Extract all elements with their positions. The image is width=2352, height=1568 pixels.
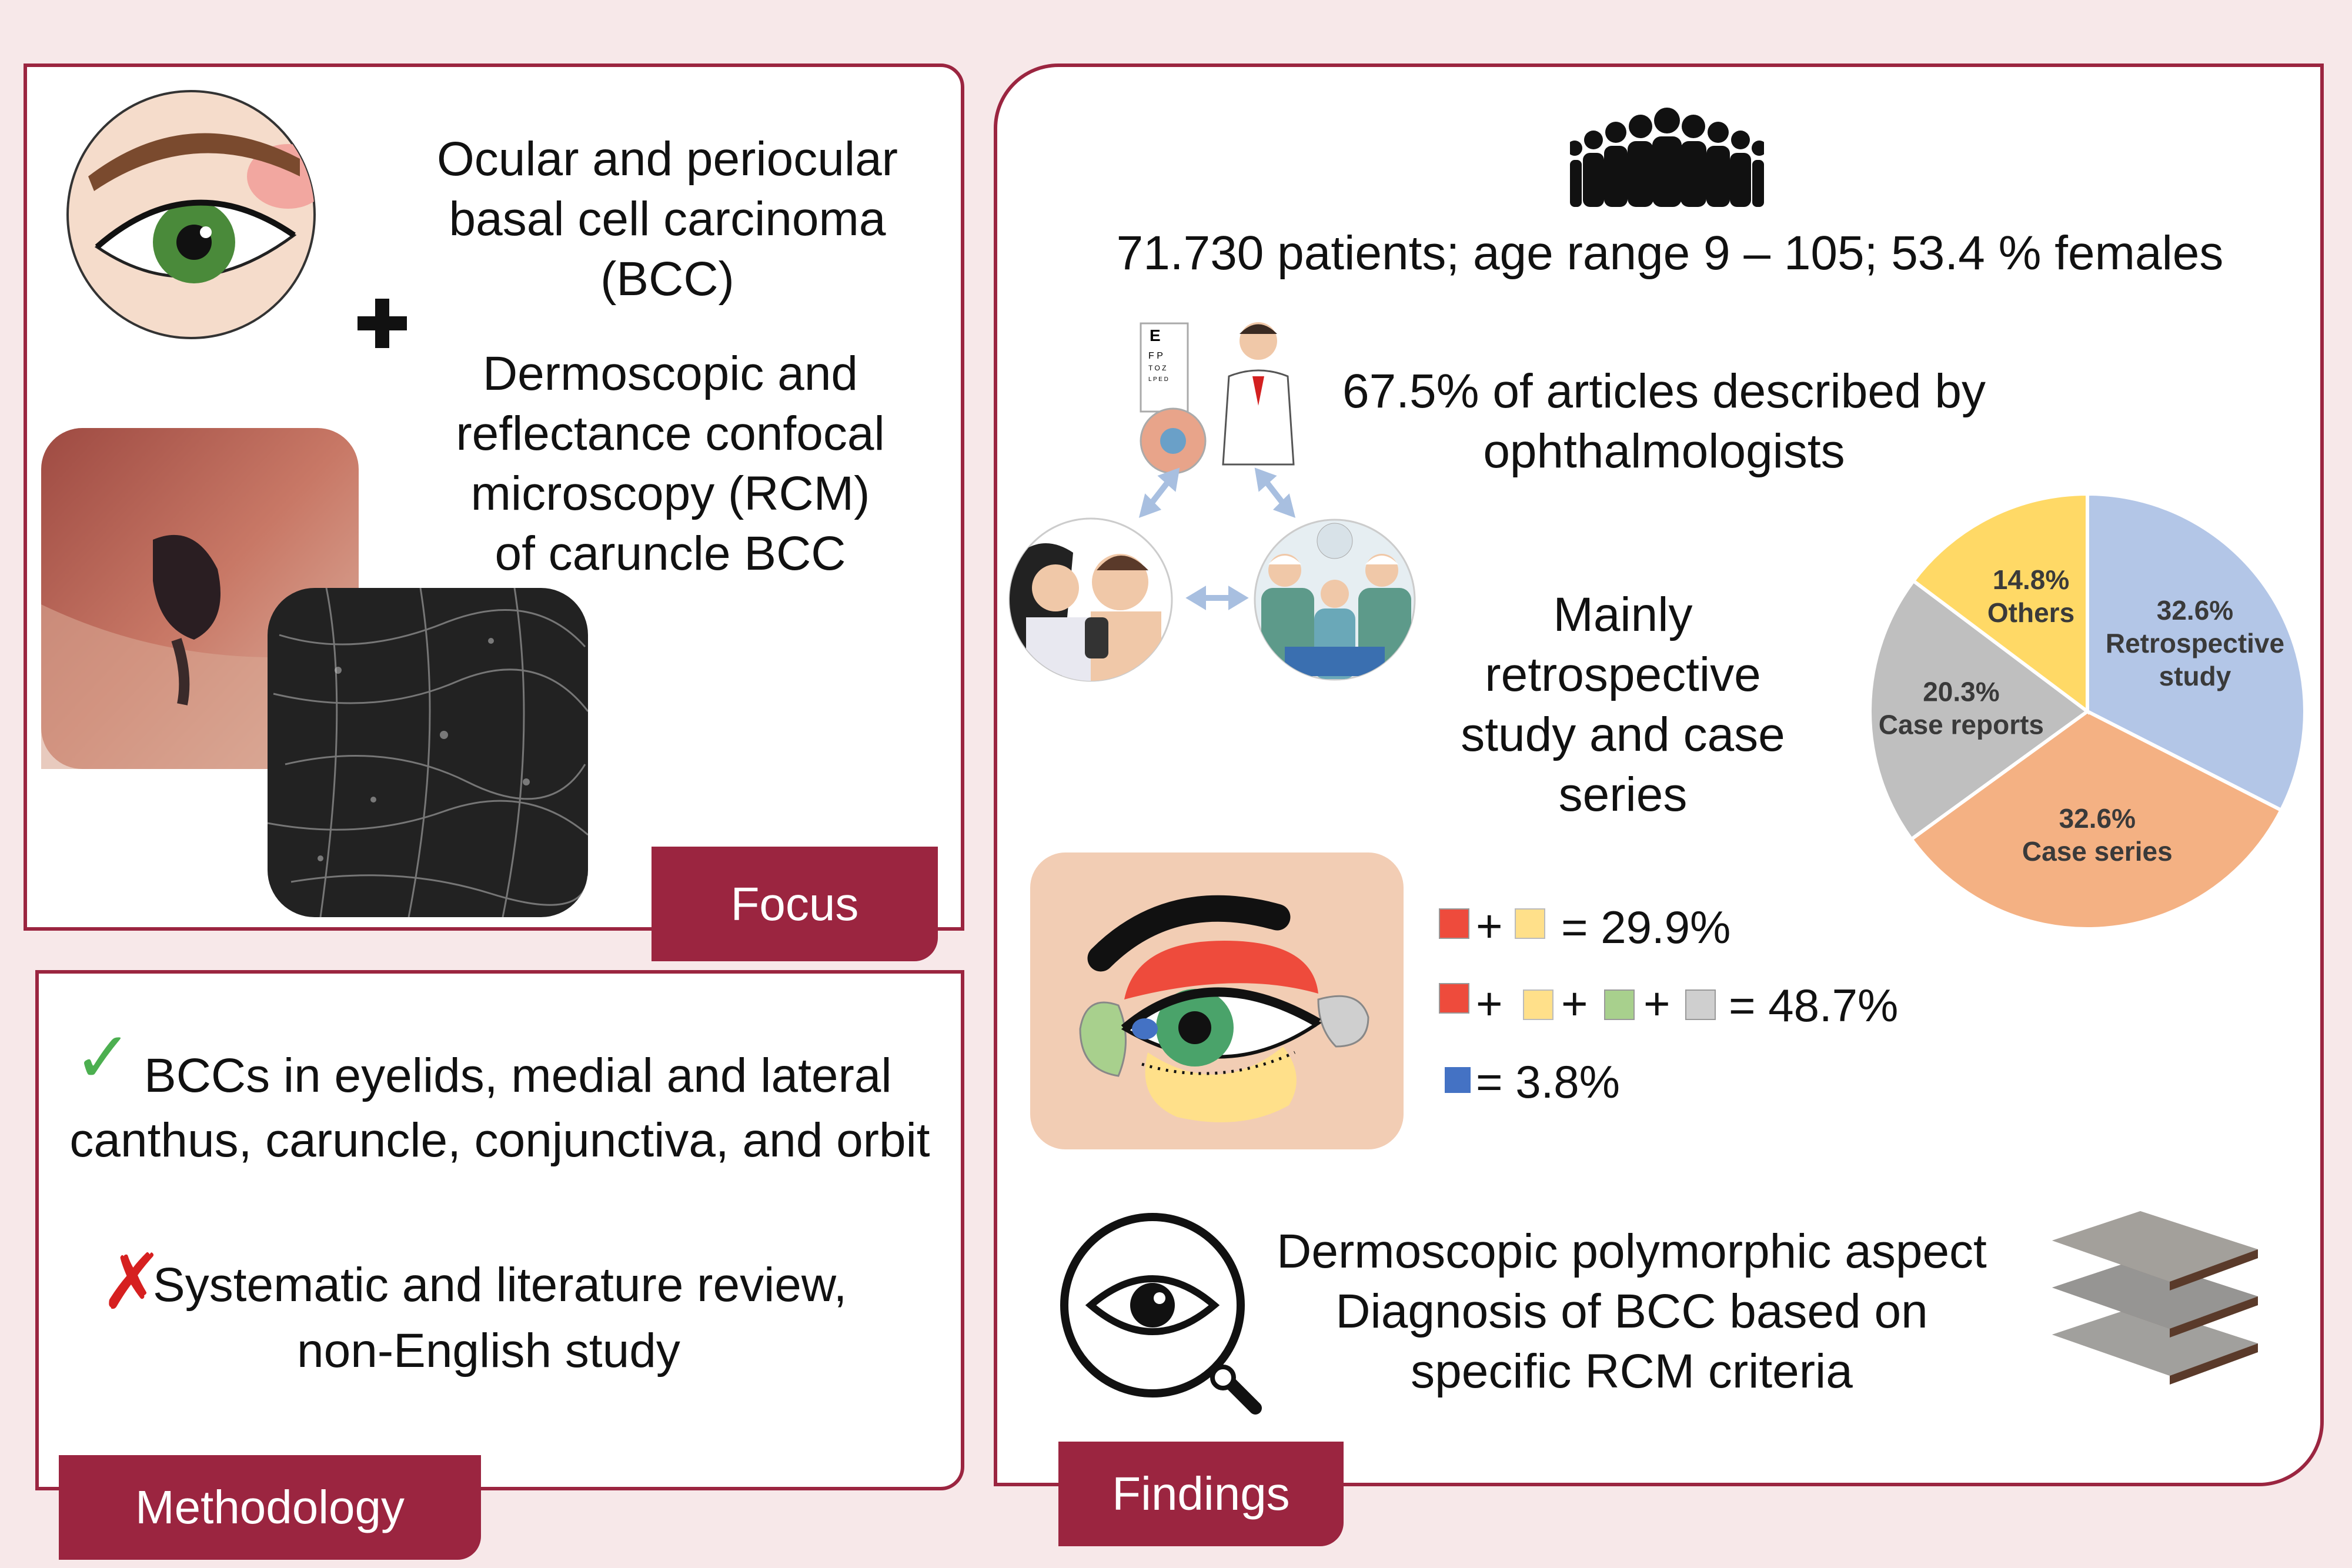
study-design-text: Mainly retrospective study and case seri… — [1461, 588, 1785, 821]
patients-summary: 71.730 patients; age range 9 – 105; 53.4… — [1116, 226, 2224, 280]
plus-sign: + — [1476, 900, 1503, 952]
pie-percent-label: 14.8% — [1993, 564, 2069, 595]
magnifier-eye-icon — [1060, 1213, 1262, 1415]
pie-category-label: study — [2159, 661, 2231, 691]
yellow-swatch — [1515, 908, 1545, 939]
pie-category-label: Case series — [2022, 836, 2173, 867]
pie-slice-case-reports — [1868, 578, 2091, 842]
plus-sign: + — [1476, 978, 1503, 1029]
plus-icon — [358, 299, 407, 348]
grey-swatch — [1685, 989, 1716, 1020]
blue-swatch — [1445, 1067, 1471, 1093]
rcm-stack-icon — [2052, 1211, 2258, 1385]
plus-sign: + — [1561, 978, 1588, 1029]
rcm-criteria-text: Dermoscopic polymorphic aspect Diagnosis… — [1277, 1225, 1987, 1398]
dermatologist-illustration — [1008, 517, 1173, 682]
pie-slice-others — [1910, 492, 2089, 716]
eye-illustration — [66, 90, 316, 339]
ophthalmologists-text: 67.5% of articles described by ophthalmo… — [1342, 365, 1986, 478]
focus-tag: Focus — [652, 847, 938, 961]
plus-sign: + — [1643, 978, 1671, 1029]
green-swatch — [1604, 989, 1635, 1020]
findings-tag: Findings — [1058, 1442, 1344, 1546]
focus-subtitle: Dermoscopic and reflectance confocal mic… — [456, 347, 885, 580]
pie-percent-label: 20.3% — [1923, 676, 1999, 707]
value-3-8: = 3.8% — [1476, 1056, 1621, 1108]
red-swatch — [1439, 983, 1469, 1014]
red-swatch — [1439, 908, 1469, 939]
eye-chart-doctor-illustration: E F P T O Z L P E D — [1140, 322, 1295, 474]
exclude-criteria: Systematic and literature review, non-En… — [153, 1258, 847, 1378]
cross-icon: ✗ — [100, 1237, 164, 1326]
rcm-image — [268, 588, 588, 917]
pie-percent-label: 32.6% — [2157, 595, 2233, 626]
pie-slice-retrospective-study — [2086, 492, 2307, 813]
arrows-icon — [1138, 467, 1296, 610]
svg-text:T O Z: T O Z — [1148, 364, 1166, 372]
pie-category-label: Retrospective — [2106, 628, 2284, 658]
pie-category-label: Others — [1987, 597, 2074, 628]
include-criteria: BCCs in eyelids, medial and lateral cant… — [69, 1049, 930, 1167]
value-48-7: = 48.7% — [1729, 979, 1899, 1031]
value-29-9: = 29.9% — [1561, 901, 1731, 953]
yellow-swatch — [1523, 989, 1553, 1020]
focus-title: Ocular and periocular basal cell carcino… — [437, 132, 898, 306]
pie-slice-case-series — [1909, 709, 2284, 931]
svg-text:E: E — [1150, 326, 1161, 345]
check-icon: ✓ — [74, 1017, 133, 1099]
pie-category-label: Case reports — [1879, 709, 2044, 740]
methodology-tag: Methodology — [59, 1455, 481, 1560]
eye-region-diagram — [1079, 895, 1369, 1122]
surgeons-illustration — [1254, 519, 1416, 681]
svg-text:F P: F P — [1148, 351, 1163, 361]
methodology-panel — [35, 970, 964, 1490]
pie-percent-label: 32.6% — [2059, 803, 2136, 834]
people-icon — [1570, 108, 1764, 207]
svg-text:L P E D: L P E D — [1148, 376, 1168, 383]
